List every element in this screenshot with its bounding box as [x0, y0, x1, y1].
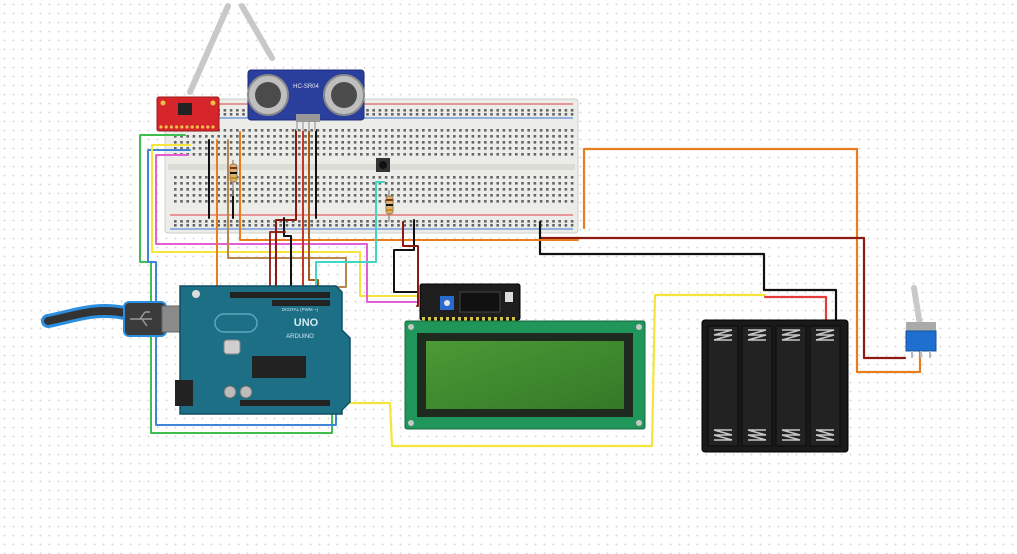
imu-module — [156, 96, 220, 132]
wires — [139, 129, 922, 448]
lcd-display — [404, 320, 646, 430]
wire-red-lcd — [402, 221, 419, 307]
breadboard — [164, 98, 579, 234]
arduino-uno: UNO ARDUINO DIGITAL (PWM ~) — [175, 285, 351, 415]
ultrasonic-sensor: HC-SR04 — [247, 69, 365, 131]
wire-red-battery — [763, 295, 828, 322]
wire-orange-rail — [239, 131, 579, 241]
wire-darkred-switch — [538, 236, 907, 360]
resistor-1 — [229, 160, 238, 196]
resistor-2 — [385, 190, 394, 222]
wire-yellow-top — [151, 144, 418, 297]
arduino-header-label: DIGITAL (PWM ~) — [282, 307, 319, 312]
wire-black-lcd — [393, 219, 418, 293]
arduino-model-label: UNO — [294, 317, 319, 329]
wire-magenta — [155, 154, 418, 303]
wire-orange-switch — [582, 147, 922, 374]
battery-holder — [701, 319, 849, 453]
wire-blue — [147, 149, 337, 426]
usb-cable — [41, 301, 193, 337]
wire-black-battery — [538, 220, 838, 322]
sensor-leads — [187, 3, 275, 95]
breadboard-holes — [174, 109, 574, 227]
sensor-model-label: HC-SR04 — [293, 84, 319, 90]
push-button — [376, 158, 390, 172]
wire-teal — [315, 181, 385, 299]
arduino-brand-label: ARDUINO — [286, 334, 314, 340]
usb-icon — [130, 311, 152, 327]
i2c-backpack — [419, 283, 521, 323]
toggle-switch — [905, 285, 937, 358]
